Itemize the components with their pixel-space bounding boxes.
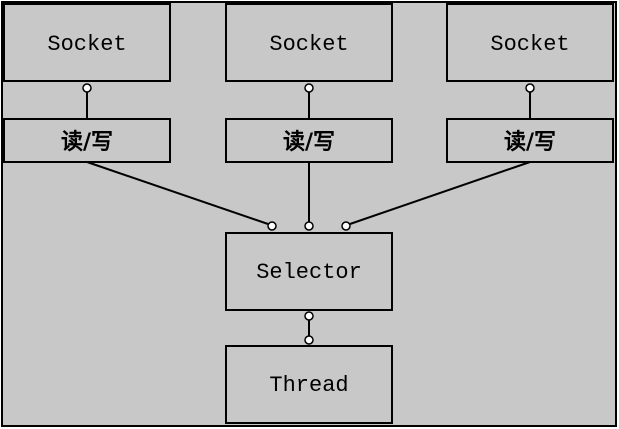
rw-node-1: 读/写 [3,118,171,163]
socket-rw-port-3 [525,83,535,93]
rw-selector-connector-3 [349,161,531,225]
rw-node-2: 读/写 [225,118,393,163]
selector-box [225,232,393,311]
selector-port-1 [267,221,277,231]
socket-rw-port-1 [82,83,92,93]
selector-thread-port-top [304,311,314,321]
selector-label: Selector [256,260,362,285]
selector-port-3 [341,221,351,231]
rw-box-3 [446,118,614,163]
thread-label: Thread [269,373,348,398]
socket-box-1 [3,3,171,82]
socket-label-3: Socket [490,32,569,57]
thread-box [225,345,393,424]
thread-node: Thread [225,345,393,424]
selector-port-2 [304,221,314,231]
socket-box-2 [225,3,393,82]
rw-label-1: 读/写 [61,130,113,155]
socket-node-3: Socket [446,3,614,82]
rw-label-3: 读/写 [504,130,556,155]
rw-node-3: 读/写 [446,118,614,163]
selector-node: Selector [225,232,393,311]
socket-node-2: Socket [225,3,393,82]
socket-label-2: Socket [269,32,348,57]
socket-node-1: Socket [3,3,171,82]
rw-label-2: 读/写 [283,130,335,155]
socket-label-1: Socket [47,32,126,57]
selector-thread-port-bottom [304,335,314,345]
socket-box-3 [446,3,614,82]
rw-selector-connector-1 [86,161,269,225]
socket-rw-port-2 [304,83,314,93]
